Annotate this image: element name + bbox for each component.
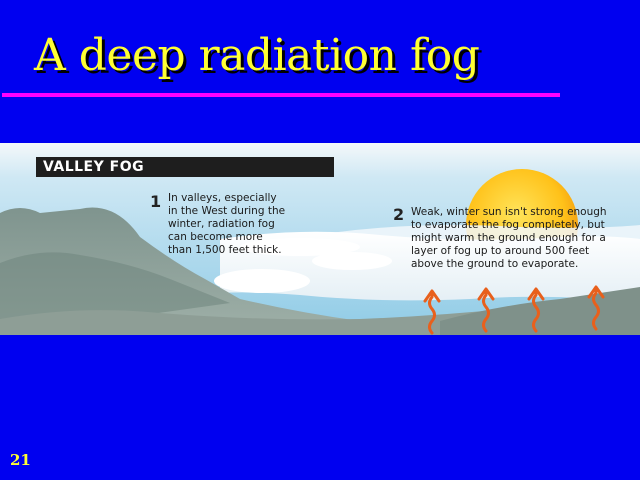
step-1-line: winter, radiation fog	[168, 218, 275, 230]
step-2-line: Weak, winter sun isn't strong enough	[411, 206, 607, 218]
step-1-line: in the West during the	[168, 205, 286, 217]
step-2-number: 2	[393, 205, 405, 224]
right-hills	[440, 287, 640, 335]
step-1-line: than 1,500 feet thick.	[168, 244, 282, 256]
step-1-line: can become more	[168, 231, 263, 243]
step-2-line: to evaporate the fog completely, but	[411, 219, 605, 231]
valley-fog-illustration: VALLEY FOG 1 In valleys, especially in t…	[0, 143, 640, 335]
step-1-line: In valleys, especially	[168, 192, 277, 204]
step-2-text: Weak, winter sun isn't strong enough to …	[411, 206, 636, 271]
step-2-line: above the ground to evaporate.	[411, 258, 579, 270]
fog-blob	[214, 269, 310, 293]
figure-heading: VALLEY FOG	[36, 157, 334, 177]
heat-arrows	[423, 285, 605, 335]
title-underline	[2, 93, 560, 97]
step-2-line: layer of fog up to around 500 feet	[411, 245, 590, 257]
slide-number: 21	[10, 451, 31, 469]
fog-blob	[312, 252, 392, 270]
fog-blob	[240, 238, 360, 256]
step-1-text: In valleys, especially in the West durin…	[168, 192, 308, 257]
slide-title: A deep radiation fog	[34, 30, 480, 81]
step-2-line: might warm the ground enough for a	[411, 232, 606, 244]
step-1-number: 1	[150, 192, 162, 211]
